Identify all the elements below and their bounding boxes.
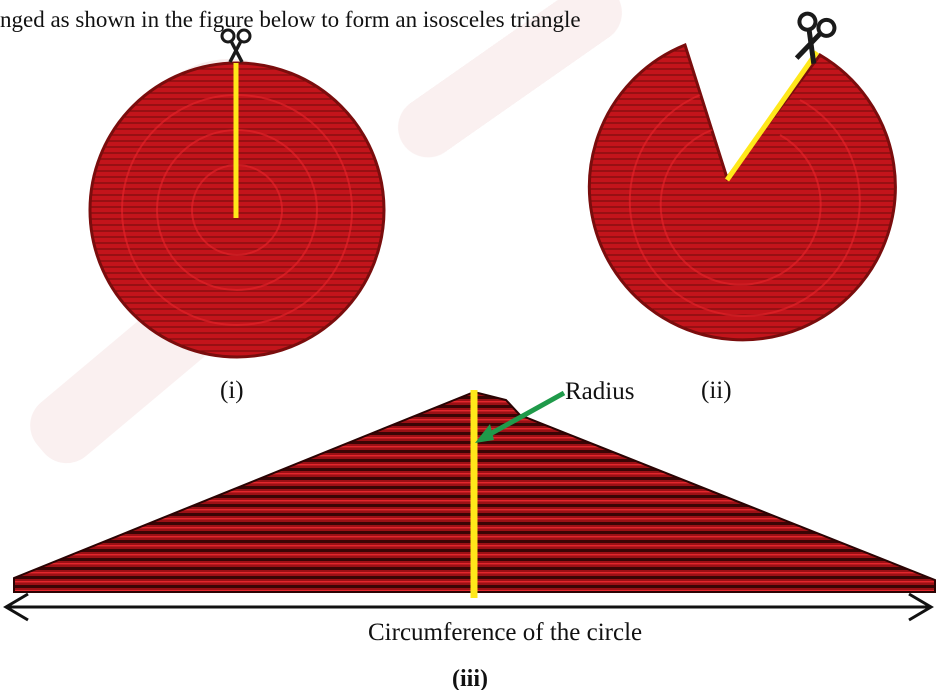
label-fig-ii: (ii) xyxy=(701,377,732,404)
circumference-arrow xyxy=(3,592,934,622)
disc-cut xyxy=(587,42,897,342)
scissors-icon xyxy=(794,11,837,65)
label-fig-iii: (iii) xyxy=(452,666,488,690)
circumference-label: Circumference of the circle xyxy=(368,619,642,646)
disc-cut-ring-2 xyxy=(659,129,822,286)
disc-cut-ring-1 xyxy=(628,94,861,317)
radius-arrow xyxy=(481,390,566,441)
radius-arrowhead xyxy=(475,424,494,443)
disc-figure-i xyxy=(88,28,386,359)
scissors-icon xyxy=(220,28,252,63)
disc-figure-ii xyxy=(587,11,897,342)
radius-label: Radius xyxy=(565,378,634,405)
label-fig-i: (i) xyxy=(220,377,244,404)
triangle-figure-iii xyxy=(13,390,936,598)
cut-line-ii xyxy=(724,50,820,182)
heading-text: nged as shown in the figure below to for… xyxy=(0,7,581,32)
